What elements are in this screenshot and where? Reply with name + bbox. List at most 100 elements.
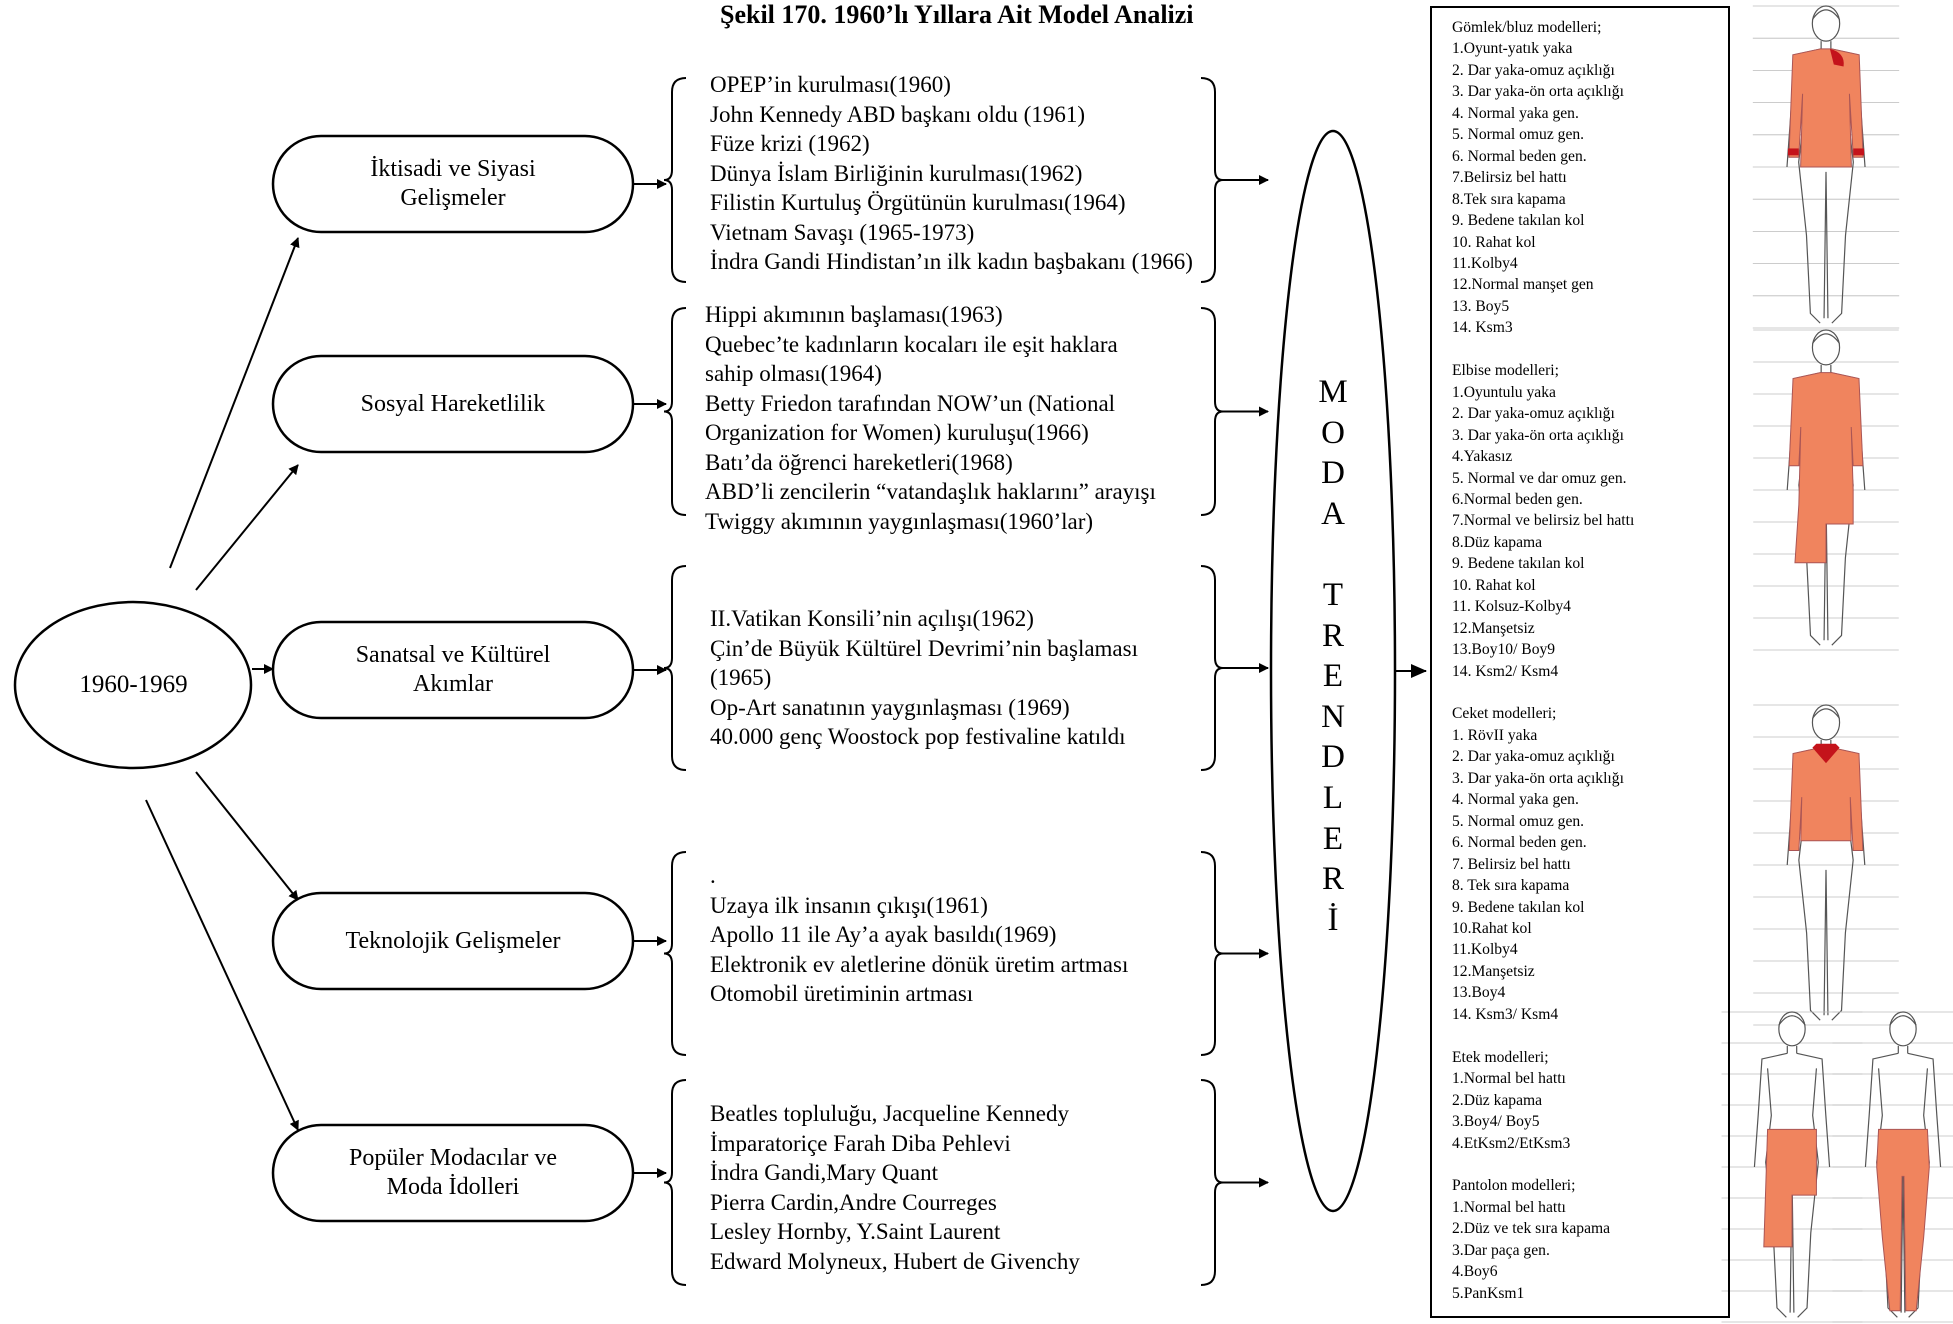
model-attribute-item: 10. Rahat kol bbox=[1452, 233, 1536, 251]
moda-trendleri-letter: N bbox=[1321, 698, 1345, 735]
left-brace bbox=[663, 77, 687, 283]
figure-head bbox=[1778, 1011, 1806, 1047]
model-attribute-item: 14. Ksm3/ Ksm4 bbox=[1452, 1005, 1559, 1023]
model-attribute-item: 9. Bedene takılan kol bbox=[1452, 555, 1585, 573]
model-attribute-item: 5. Normal omuz gen. bbox=[1452, 126, 1585, 144]
garment-cuff bbox=[1853, 148, 1865, 156]
figure-neck bbox=[1820, 364, 1832, 373]
left-brace bbox=[663, 565, 687, 771]
model-attribute-item: 6. Normal beden gen. bbox=[1452, 147, 1587, 165]
group-spacer bbox=[1452, 1025, 1732, 1046]
model-attribute-item: 8.Düz kapama bbox=[1452, 533, 1543, 551]
figure-hair bbox=[1778, 1015, 1806, 1026]
model-attribute-item: 1.Oyunt-yatık yaka bbox=[1452, 40, 1573, 58]
model-attribute-item: 13. Boy5 bbox=[1452, 297, 1510, 315]
model-attribute-item: 3.Boy4/ Boy5 bbox=[1452, 1113, 1540, 1131]
event-item: Twiggy akımının yaygınlaşması(1960’lar) bbox=[705, 508, 1094, 534]
model-attribute-item: 7. Belirsiz bel hattı bbox=[1452, 855, 1571, 873]
model-attribute-item: 2. Dar yaka-omuz açıklığı bbox=[1452, 61, 1615, 79]
connector-arrow bbox=[145, 799, 299, 1131]
category-label-line: Akımlar bbox=[413, 671, 493, 697]
left-brace bbox=[663, 1079, 687, 1286]
model-attribute-item: 12.Normal manşet gen bbox=[1452, 276, 1594, 294]
garment-trousers bbox=[1876, 1128, 1930, 1312]
model-attribute-item: 5. Normal ve dar omuz gen. bbox=[1452, 469, 1627, 487]
model-attribute-item: 3. Dar yaka-ön orta açıklığı bbox=[1452, 426, 1624, 444]
moda-trendleri-letter: D bbox=[1321, 739, 1345, 776]
garment-shirt bbox=[1788, 48, 1864, 168]
category-label-line: İktisadi ve Siyasi bbox=[370, 156, 536, 182]
model-attribute-item: 10. Rahat kol bbox=[1452, 576, 1536, 594]
model-group-heading: Etek modelleri; bbox=[1452, 1048, 1549, 1066]
model-attribute-item: 12.Manşetsiz bbox=[1452, 619, 1535, 637]
right-brace bbox=[1200, 77, 1224, 283]
event-list: .Uzaya ilk insanın çıkışı(1961)Apollo 11… bbox=[710, 861, 1128, 1009]
fashion-figure-dress bbox=[1753, 329, 1899, 651]
model-attribute-item: 4.Boy6 bbox=[1452, 1263, 1498, 1281]
moda-trendleri-letter: R bbox=[1321, 617, 1344, 654]
category-node-label: Teknolojik Gelişmeler bbox=[273, 893, 633, 989]
right-brace bbox=[1200, 565, 1224, 771]
figure-neck bbox=[1786, 1045, 1798, 1054]
group-spacer bbox=[1452, 1154, 1732, 1175]
right-brace bbox=[1200, 1079, 1224, 1286]
model-attribute-item: 9. Bedene takılan kol bbox=[1452, 212, 1585, 230]
figure-hair bbox=[1811, 9, 1841, 21]
model-attribute-item: 4. Normal yaka gen. bbox=[1452, 104, 1579, 122]
event-item: John Kennedy ABD başkanı oldu (1961) bbox=[710, 101, 1085, 127]
category-label-line: Sanatsal ve Kültürel bbox=[355, 642, 551, 668]
category-node-label: Sosyal Hareketlilik bbox=[273, 356, 633, 452]
model-attribute-item: 1.Normal bel hattı bbox=[1452, 1070, 1566, 1088]
moda-trendleri-letter: A bbox=[1321, 495, 1345, 532]
event-item: Füze krizi (1962) bbox=[710, 131, 870, 156]
fashion-figure-jacket bbox=[1753, 704, 1899, 1026]
figure-neck bbox=[1820, 41, 1832, 49]
moda-trendleri-letter: E bbox=[1322, 820, 1344, 857]
event-list: Hippi akımının başlaması(1963) Quebec’te … bbox=[705, 300, 1156, 536]
model-attribute-item: 13.Boy10/ Boy9 bbox=[1452, 641, 1556, 659]
event-item: sahip olması(1964) bbox=[705, 361, 882, 386]
moda-trendleri-ellipse bbox=[1269, 129, 1397, 1213]
connector-arrow bbox=[195, 464, 299, 591]
right-brace bbox=[1200, 307, 1224, 516]
event-item: Edward Molyneux, Hubert de Givenchy bbox=[710, 1248, 1080, 1274]
event-item: Vietnam Savaşı (1965-1973) bbox=[710, 219, 975, 245]
event-item: Op-Art sanatının yaygınlaşması (1969) bbox=[710, 694, 1070, 720]
figure-head bbox=[1811, 329, 1841, 366]
event-item: İndra Gandi Hindistan’ın ilk kadın başba… bbox=[710, 249, 1193, 274]
model-group-heading: Pantolon modelleri; bbox=[1452, 1177, 1576, 1195]
event-item: Çin’de Büyük Kültürel Devrimi’nin başlam… bbox=[710, 635, 1138, 661]
model-attribute-item: 12.Manşetsiz bbox=[1452, 962, 1535, 980]
model-attribute-item: 1. RövII yaka bbox=[1452, 726, 1538, 744]
model-attribute-item: 8. Tek sıra kapama bbox=[1452, 877, 1570, 895]
figure-neck bbox=[1897, 1045, 1909, 1054]
model-attribute-item: 14. Ksm3 bbox=[1452, 319, 1513, 337]
model-attribute-item: 8.Tek sıra kapama bbox=[1452, 190, 1566, 208]
category-label-line: Moda İdolleri bbox=[386, 1174, 520, 1200]
category-node-box bbox=[271, 134, 635, 234]
event-item: Hippi akımının başlaması(1963) bbox=[705, 302, 1003, 327]
moda-trendleri-letter: R bbox=[1321, 861, 1344, 898]
event-item: Quebec’te kadınların kocaları ile eşit h… bbox=[705, 331, 1118, 357]
model-attribute-item: 6.Normal beden gen. bbox=[1452, 490, 1583, 508]
fashion-figure-trousers bbox=[1832, 1011, 1953, 1323]
garment-collar bbox=[1829, 48, 1844, 67]
model-attribute-item: 4.Yakasız bbox=[1452, 448, 1513, 466]
moda-trendleri-letter: E bbox=[1322, 658, 1344, 695]
figure-hair bbox=[1811, 333, 1841, 344]
model-attribute-item: 5.PanKsm1 bbox=[1452, 1284, 1525, 1302]
model-attribute-item: 3.Dar paça gen. bbox=[1452, 1241, 1550, 1259]
model-group-heading: Ceket modelleri; bbox=[1452, 705, 1557, 723]
model-group-heading: Elbise modelleri; bbox=[1452, 362, 1559, 380]
center-node-label: 1960-1969 bbox=[79, 671, 188, 698]
left-brace bbox=[663, 307, 687, 516]
event-item: Beatles topluluğu, Jacqueline Kennedy bbox=[710, 1101, 1069, 1126]
category-node-box bbox=[271, 1123, 635, 1223]
event-item: (1965) bbox=[710, 665, 772, 690]
model-attribute-item: 13.Boy4 bbox=[1452, 984, 1506, 1002]
model-group-heading: Gömlek/bluz modelleri; bbox=[1452, 19, 1602, 36]
right-brace bbox=[1200, 851, 1224, 1056]
model-attribute-item: 11.Kolby4 bbox=[1452, 254, 1518, 272]
